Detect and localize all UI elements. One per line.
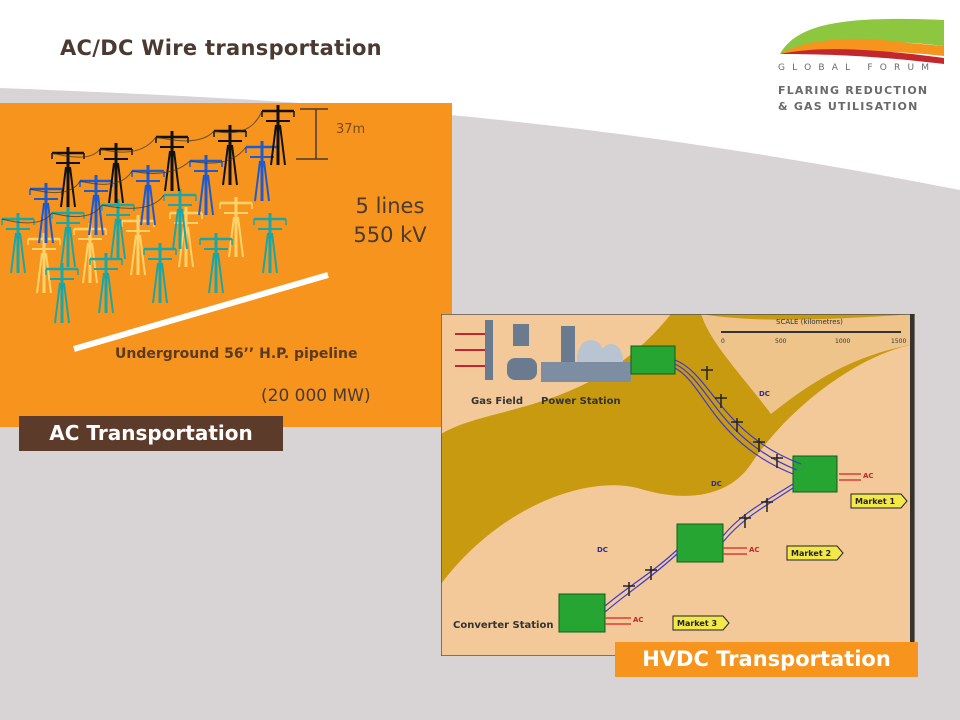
logo-line3: & GAS UTILISATION: [778, 100, 918, 113]
voltage-value: 550 kV: [353, 223, 427, 247]
ac-label: AC: [633, 616, 644, 624]
logo-line2: FLARING REDUCTION: [778, 84, 928, 97]
hvdc-transportation-caption: HVDC Transportation: [615, 642, 918, 677]
global-forum-logo: GLOBAL FORUM FLARING REDUCTION & GAS UTI…: [778, 18, 944, 113]
converter-station-icon: [558, 345, 838, 633]
scale-tick: 1000: [835, 338, 850, 345]
scale-tick: 1500: [891, 338, 906, 345]
hvdc-map: SCALE (kilometres) 0 500 1000 1500 Gas F…: [441, 314, 915, 656]
market-label: Market 1: [855, 497, 895, 506]
transmission-towers-illustration: [0, 103, 329, 352]
scale-label: SCALE (kilometres): [776, 318, 843, 326]
ac-label: AC: [749, 546, 760, 554]
gas-field-icon: [455, 320, 537, 380]
gas-field-label: Gas Field: [471, 396, 523, 407]
pipeline-line: [73, 272, 329, 352]
pipeline-label: Underground 56’’ H.P. pipeline: [115, 346, 358, 362]
tower-height-label: 37m: [336, 122, 366, 137]
capacity-label: (20 000 MW): [261, 386, 371, 406]
lines-count: 5 lines: [355, 194, 425, 218]
dc-label: DC: [759, 390, 770, 398]
dc-label: DC: [597, 546, 608, 554]
power-station-icon: [541, 326, 631, 382]
ac-transportation-panel: [0, 103, 452, 427]
lines-voltage-label: 5 lines 550 kV: [330, 192, 450, 250]
scale-tick: 500: [775, 338, 787, 345]
slide-title: AC/DC Wire transportation: [60, 36, 382, 60]
converter-station-label: Converter Station: [453, 620, 553, 631]
market-label: Market 2: [791, 549, 831, 558]
power-station-label: Power Station: [541, 396, 621, 407]
scale-tick: 0: [721, 338, 725, 345]
ac-transportation-caption: AC Transportation: [19, 416, 283, 451]
logo-line1: GLOBAL FORUM: [778, 63, 936, 73]
dc-label: DC: [711, 480, 722, 488]
ac-label: AC: [863, 472, 874, 480]
market-label: Market 3: [677, 619, 717, 628]
